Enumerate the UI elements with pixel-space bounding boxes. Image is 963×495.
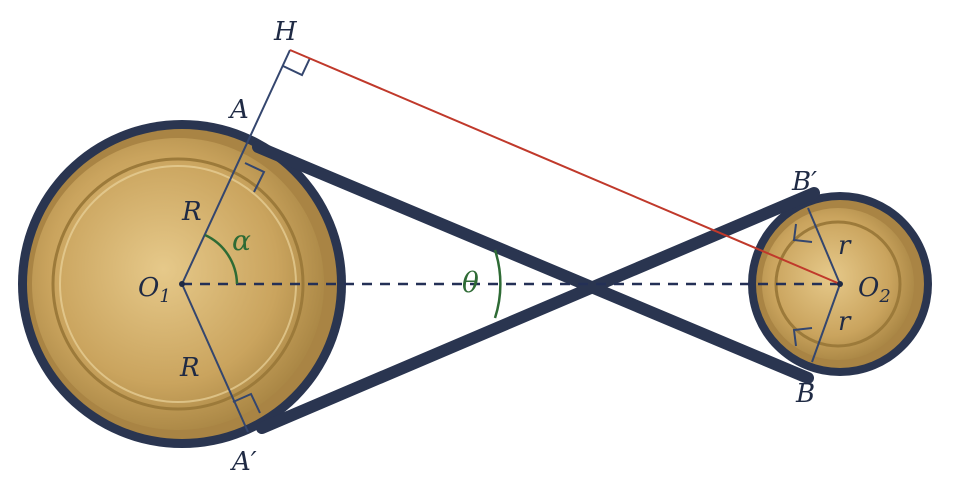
label-B-prime: B′ <box>791 167 817 197</box>
label-O2: O2 <box>858 273 891 307</box>
line-O2-B <box>811 283 841 363</box>
right-angle-H <box>282 57 311 77</box>
theta-arc <box>493 249 502 319</box>
line-O1-H <box>181 49 291 285</box>
label-R-upper: R <box>181 197 202 227</box>
belt-segments <box>252 141 820 434</box>
label-A-prime: A′ <box>230 447 257 477</box>
label-A: A <box>228 95 249 125</box>
right-angle-B <box>792 327 813 347</box>
right-angle-Aprime <box>232 392 261 414</box>
label-H: H <box>273 17 298 47</box>
large-pulley-face <box>32 138 324 430</box>
label-alpha: α <box>232 224 251 257</box>
line-O2-Bprime <box>807 207 841 285</box>
O1-point <box>179 281 185 287</box>
right-angle-Bprime <box>792 223 813 243</box>
line-H-O2 <box>289 49 841 285</box>
label-r-upper: r <box>838 231 852 261</box>
large-pulley <box>18 120 346 448</box>
label-O2-letter: O <box>858 273 879 303</box>
alpha-arc <box>204 233 239 285</box>
construction-lines <box>181 49 841 433</box>
belt-segment-lower <box>256 187 820 434</box>
label-O1-sub: 1 <box>159 286 170 307</box>
right-angle-A <box>244 162 266 193</box>
label-O2-sub: 2 <box>878 286 890 307</box>
line-O1-Aprime <box>181 283 249 433</box>
label-R-lower: R <box>179 353 200 383</box>
label-r-lower: r <box>838 307 852 337</box>
O2-point <box>837 281 843 287</box>
label-O1: O1 <box>138 273 171 307</box>
label-B: B <box>795 379 815 409</box>
label-theta: θ <box>462 266 479 299</box>
belt-segment-upper <box>252 141 814 384</box>
large-pulley-inner-ring <box>51 157 305 411</box>
label-O1-letter: O <box>138 273 159 303</box>
